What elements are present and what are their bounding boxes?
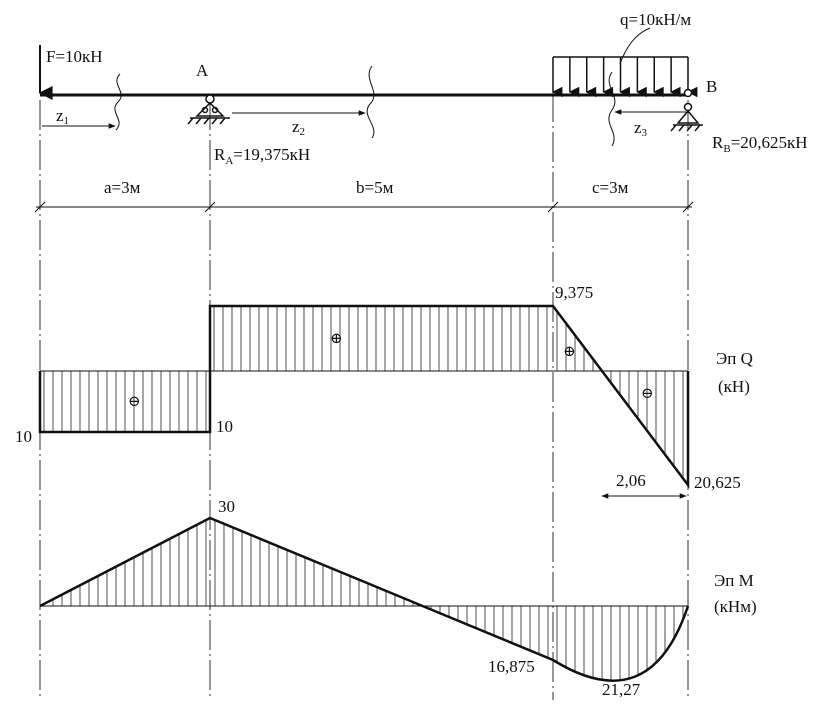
- support-b-label: B: [706, 77, 717, 96]
- shear-title: Эп Q: [716, 349, 753, 368]
- shear-value-a: 10: [216, 417, 233, 436]
- span-c-label: c=3м: [592, 178, 629, 197]
- shear-sign-minus-1: ⊖: [128, 394, 141, 410]
- shear-sign-plus-2: ⊕: [563, 344, 576, 360]
- moment-value-c-start: 16,875: [488, 657, 535, 676]
- moment-unit: (кНм): [714, 597, 757, 616]
- shear-diagram: ⊖ ⊕ ⊕ ⊖ 10 10 9,375 20,625 2,06 Эп Q (кН…: [15, 283, 753, 499]
- z2-label: z2: [292, 117, 305, 138]
- shear-sign-plus-1: ⊕: [330, 331, 343, 347]
- reaction-a-label: RA=19,375кН: [214, 145, 310, 167]
- shear-value-b: 20,625: [694, 473, 741, 492]
- shear-value-c-start: 9,375: [555, 283, 593, 302]
- support-a-label: A: [196, 61, 209, 80]
- shear-unit: (кН): [718, 377, 750, 396]
- dimension-line: [34, 201, 694, 213]
- shear-outline: [38, 304, 690, 489]
- zero-point-value: 2,06: [616, 471, 646, 490]
- shear-sign-minus-2: ⊖: [641, 386, 654, 402]
- moment-diagram: 30 16,875 21,27 Эп М (кНм): [39, 497, 757, 699]
- moment-value-a: 30: [218, 497, 235, 516]
- beam: F=10кН q=10кН/м A: [38, 10, 808, 167]
- shear-value-left: 10: [15, 427, 32, 446]
- section-cut-2: [366, 65, 375, 139]
- moment-title: Эп М: [714, 571, 754, 590]
- support-b-symbol: [670, 88, 703, 132]
- support-a-symbol: [187, 94, 230, 125]
- span-b-label: b=5м: [356, 178, 394, 197]
- z3-label: z3: [634, 118, 648, 139]
- span-a-label: a=3м: [104, 178, 141, 197]
- moment-value-max: 21,27: [602, 680, 641, 699]
- force-label: F=10кН: [46, 47, 103, 66]
- shear-hatching: [43, 306, 684, 479]
- moment-outline: [39, 516, 690, 682]
- section-cut-3: [608, 71, 616, 147]
- load-leader: [619, 27, 651, 65]
- load-label: q=10кН/м: [620, 10, 691, 29]
- section-cut-1: [114, 73, 122, 131]
- z1-label: z1: [56, 106, 69, 127]
- moment-hatching: [43, 520, 684, 681]
- reaction-b-label: RB=20,625кН: [712, 133, 808, 155]
